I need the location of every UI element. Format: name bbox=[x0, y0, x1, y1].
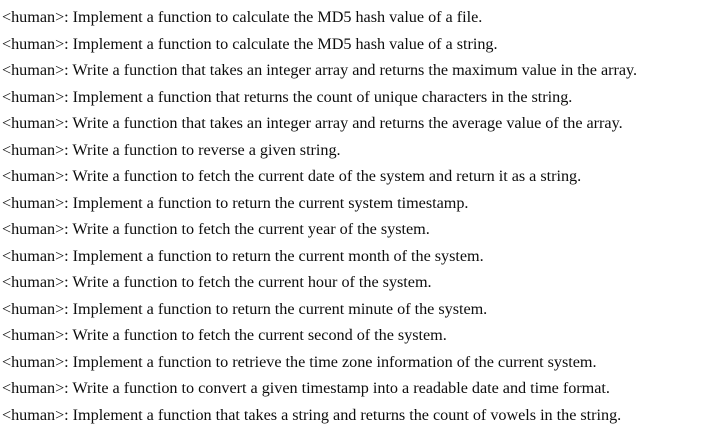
prompt-line: <human>: Write a function to fetch the c… bbox=[2, 273, 432, 291]
prompt-line: <human>: Write a function to reverse a g… bbox=[2, 140, 341, 159]
prompt-line: <human>: Implement a function to calcula… bbox=[2, 34, 498, 53]
prompt-line: <human>: Write a function to convert a g… bbox=[2, 379, 610, 397]
prompt-line: <human>: Implement a function to return … bbox=[2, 299, 488, 318]
prompt-line: <human>: Write a function to fetch the c… bbox=[2, 220, 430, 238]
prompt-line: <human>: Write a function that takes an … bbox=[2, 114, 623, 132]
prompt-line: <human>: Implement a function to retriev… bbox=[2, 352, 597, 371]
prompt-line: <human>: Write a function to fetch the c… bbox=[2, 167, 582, 185]
prompt-line: <human>: Implement a function to return … bbox=[2, 246, 484, 265]
prompt-line: <human>: Implement a function to calcula… bbox=[2, 8, 483, 26]
prompt-line: <human>: Implement a function to return … bbox=[2, 193, 469, 212]
prompt-line: <human>: Write a function that takes an … bbox=[2, 61, 638, 79]
prompt-line: <human>: Implement a function that takes… bbox=[2, 405, 622, 424]
prompt-line: <human>: Implement a function that retur… bbox=[2, 87, 573, 106]
prompt-line: <human>: Write a function to fetch the c… bbox=[2, 326, 447, 344]
